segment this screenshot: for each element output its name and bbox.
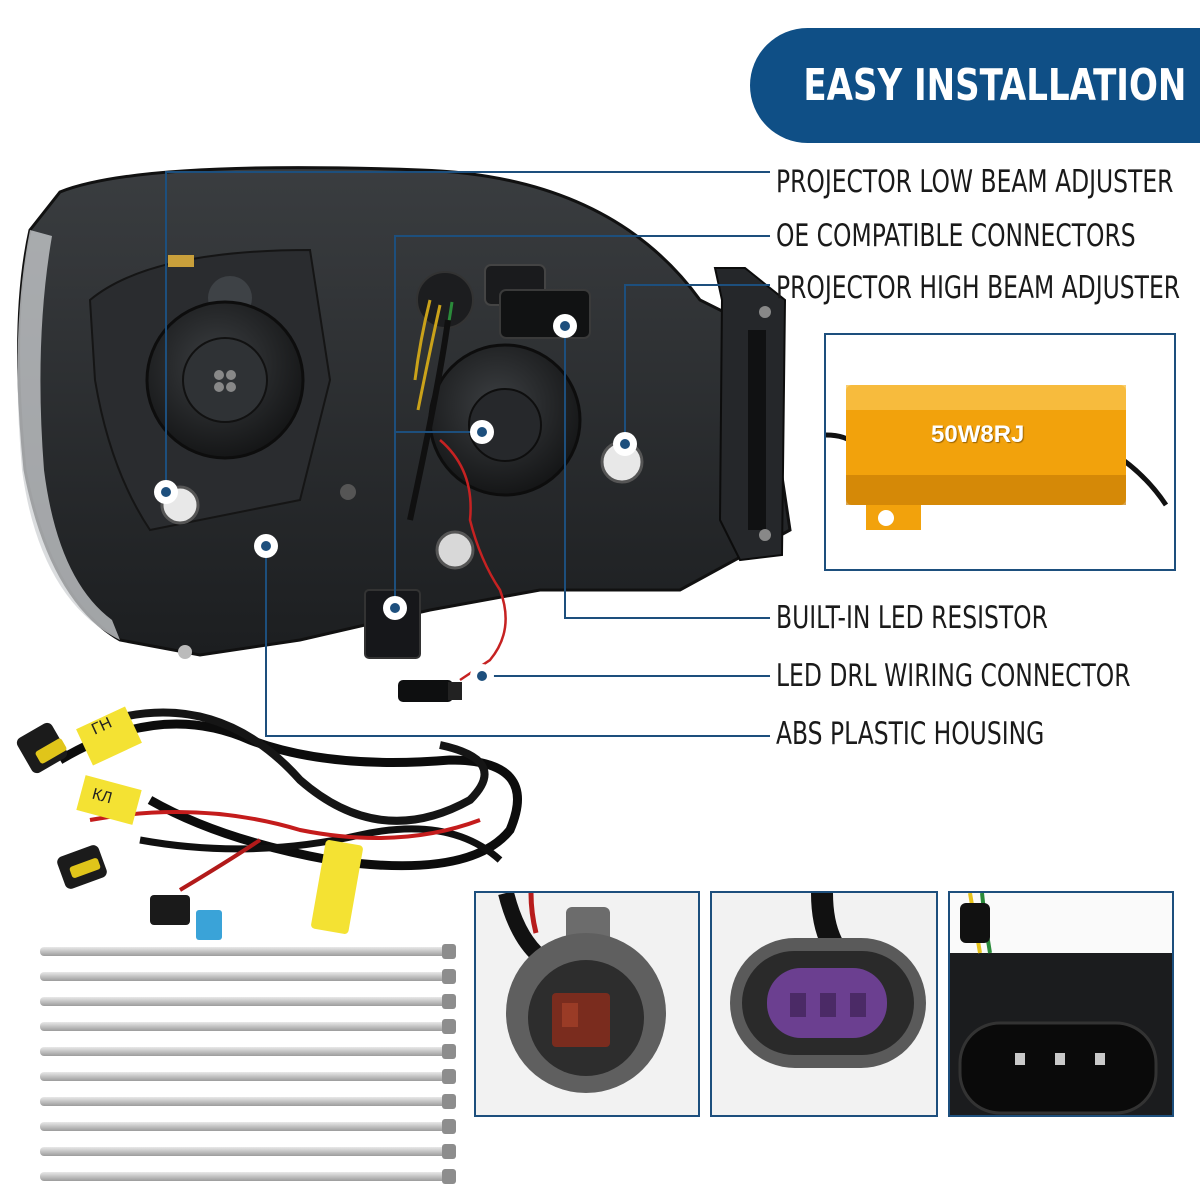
callout-oe-connectors: OE COMPATIBLE CONNECTORS	[776, 218, 1136, 254]
callout-dots	[154, 314, 637, 688]
callout-high-beam-adjuster: PROJECTOR HIGH BEAM ADJUSTER	[776, 270, 1181, 306]
zip-ties	[40, 944, 456, 1184]
banner-title: EASY INSTALLATION	[802, 60, 1186, 111]
title-banner: EASY INSTALLATION	[750, 28, 1200, 143]
callout-lines	[165, 171, 770, 737]
headlight-housing	[17, 166, 792, 702]
callout-low-beam-adjuster: PROJECTOR LOW BEAM ADJUSTER	[776, 164, 1174, 200]
connector-inset-2	[710, 891, 938, 1117]
round-connector-icon	[498, 893, 666, 1093]
resistor-image	[826, 385, 1169, 530]
callout-led-resistor: BUILT-IN LED RESISTOR	[776, 600, 1048, 636]
oval-connector-icon	[730, 893, 926, 1068]
callout-abs-housing: ABS PLASTIC HOUSING	[776, 716, 1045, 752]
resistor-inset: 50W8RJ	[824, 333, 1176, 571]
resistor-marking: 50W8RJ	[931, 421, 1025, 448]
connector-inset-1	[474, 891, 700, 1117]
wiring-harness	[16, 706, 522, 940]
housing-socket-icon	[950, 893, 1172, 1115]
connector-inset-3	[948, 891, 1174, 1117]
callout-drl-connector: LED DRL WIRING CONNECTOR	[776, 658, 1131, 694]
